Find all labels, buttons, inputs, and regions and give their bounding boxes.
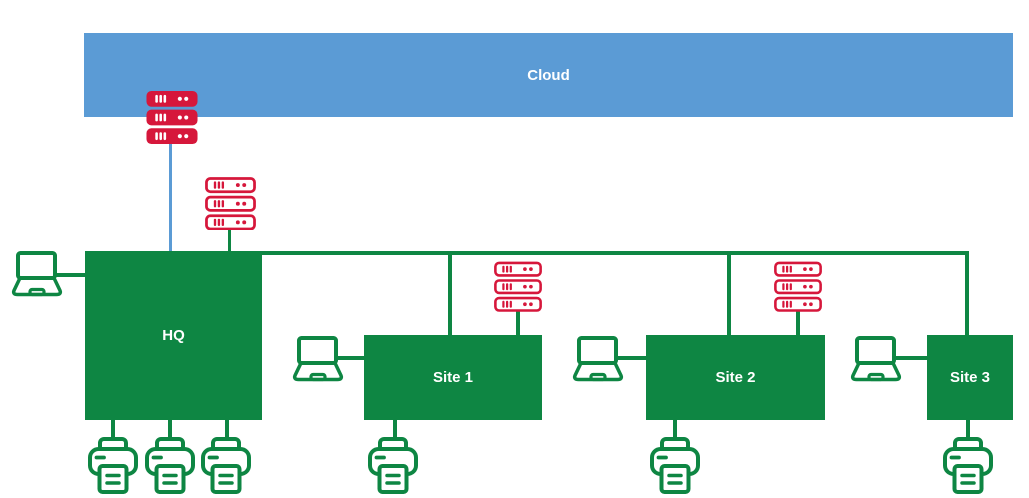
backbone-line: [262, 251, 969, 255]
site3-drop-line: [965, 253, 969, 335]
site2-laptop-icon: [571, 336, 625, 382]
site1-server-link: [516, 307, 520, 335]
hq-printer2-icon: [145, 437, 195, 495]
hq-printer1-icon: [88, 437, 138, 495]
site2-printer-icon: [650, 437, 700, 495]
site1-node: Site 1: [364, 335, 542, 420]
hq-node: HQ: [85, 251, 262, 420]
site2-printer-link: [673, 418, 677, 444]
site3-laptop-link: [895, 356, 928, 360]
hq-printer2-link: [168, 418, 172, 444]
hq-laptop-link: [54, 273, 87, 277]
site3-label: Site 3: [949, 369, 991, 386]
site1-laptop-icon: [291, 336, 345, 382]
cloud-server-link: [169, 140, 172, 253]
site2-label: Site 2: [715, 369, 756, 386]
site2-drop-line: [727, 253, 731, 335]
site1-label: Site 1: [432, 369, 474, 386]
site1-rack-server-outline-icon: [494, 260, 542, 313]
site2-server-link: [796, 307, 800, 335]
site3-laptop-icon: [849, 336, 903, 382]
cloud-rack-server-filled-icon: [146, 91, 198, 144]
site3-node: Site 3: [927, 335, 1013, 420]
site1-printer-icon: [368, 437, 418, 495]
site2-node: Site 2: [646, 335, 825, 420]
cloud-label: Cloud: [527, 66, 570, 84]
site2-rack-server-outline-icon: [774, 260, 822, 313]
hq-rack-server-outline-icon: [205, 177, 256, 230]
site2-laptop-link: [617, 356, 647, 360]
hq-server-link: [228, 224, 231, 253]
hq-label: HQ: [162, 327, 185, 344]
site1-drop-line: [448, 253, 452, 335]
hq-printer3-icon: [201, 437, 251, 495]
site3-printer-link: [966, 418, 970, 444]
site3-printer-icon: [943, 437, 993, 495]
hq-laptop-icon: [10, 251, 64, 297]
cloud-zone: Cloud: [84, 33, 1013, 117]
site1-laptop-link: [337, 356, 365, 360]
hq-printer3-link: [225, 418, 229, 444]
hq-printer1-link: [111, 418, 115, 444]
site1-printer-link: [393, 418, 397, 444]
